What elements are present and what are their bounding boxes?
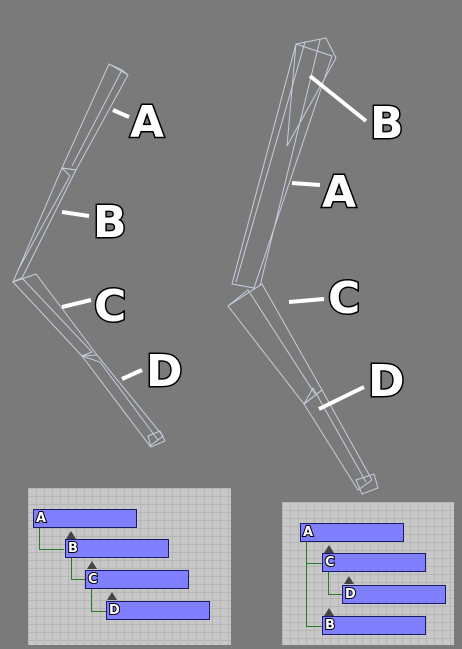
left-node-a-label: A: [35, 510, 47, 527]
right-bone-b-inner: [259, 39, 321, 287]
callout-line-right-d: [318, 385, 365, 411]
callout-label-left-b: B: [93, 197, 127, 248]
right-node-c[interactable]: C: [322, 553, 426, 572]
left-bone-b[interactable]: [12, 167, 77, 283]
right-bone-chain: [227, 37, 379, 495]
callout-line-left-a: [112, 108, 130, 119]
right-node-d[interactable]: D: [342, 585, 446, 604]
callout-label-left-d: D: [146, 346, 183, 397]
left-node-c[interactable]: C: [85, 570, 189, 589]
right-bone-a[interactable]: [231, 43, 333, 289]
right-node-c-label: C: [324, 554, 335, 571]
right-connector-c-d: [328, 572, 343, 595]
left-bone-chain: [12, 63, 166, 448]
left-node-b-label: B: [67, 540, 79, 557]
right-bone-end: [355, 473, 379, 495]
right-bone-b[interactable]: [286, 37, 337, 147]
callout-label-right-c: C: [328, 273, 360, 324]
left-node-a[interactable]: A: [33, 509, 137, 528]
right-callouts: B A C D: [288, 74, 406, 411]
callout-label-left-c: C: [94, 281, 126, 332]
callout-line-right-b: [308, 74, 368, 123]
callout-label-left-a: A: [130, 97, 164, 148]
left-node-d-label: D: [108, 602, 121, 619]
left-node-c-label: C: [87, 571, 98, 588]
left-node-d[interactable]: D: [106, 601, 210, 620]
callout-label-right-a: A: [322, 167, 356, 218]
callout-label-right-d: D: [368, 356, 405, 407]
callout-label-right-b: B: [370, 98, 404, 149]
right-parent-marker-b: [324, 608, 334, 616]
left-bone-a[interactable]: [61, 63, 129, 171]
right-hierarchy-panel: A C D B: [282, 502, 454, 645]
left-bone-d[interactable]: [80, 354, 164, 447]
left-bone-a-cap: [108, 63, 129, 76]
left-bone-c[interactable]: [12, 273, 98, 357]
callout-line-right-c: [288, 297, 325, 304]
left-parent-marker-c: [87, 561, 97, 569]
callout-line-right-a: [291, 181, 321, 187]
right-node-a[interactable]: A: [300, 523, 404, 542]
right-parent-marker-c: [324, 545, 334, 553]
left-hierarchy-panel: A B C D: [28, 488, 231, 645]
left-connector-a-b: [39, 528, 64, 550]
left-connector-c-d: [91, 589, 106, 612]
right-node-d-label: D: [344, 586, 357, 603]
left-callouts: A B C D: [61, 96, 184, 399]
right-node-a-label: A: [302, 524, 314, 541]
callout-line-left-c: [61, 298, 92, 309]
right-node-b-label: B: [324, 617, 336, 634]
left-parent-marker-b: [66, 531, 76, 539]
right-parent-marker-d: [344, 576, 354, 584]
callout-line-left-d: [121, 368, 143, 381]
right-node-b[interactable]: B: [322, 616, 426, 635]
right-bone-d[interactable]: [303, 386, 373, 491]
left-node-b[interactable]: B: [65, 539, 169, 558]
right-connector-a-b: [306, 542, 323, 627]
left-bone-end: [147, 430, 166, 448]
right-bone-a-inner: [235, 41, 306, 283]
left-connector-b-c: [71, 558, 86, 580]
callout-line-left-b: [61, 210, 90, 218]
left-parent-marker-d: [107, 592, 117, 600]
